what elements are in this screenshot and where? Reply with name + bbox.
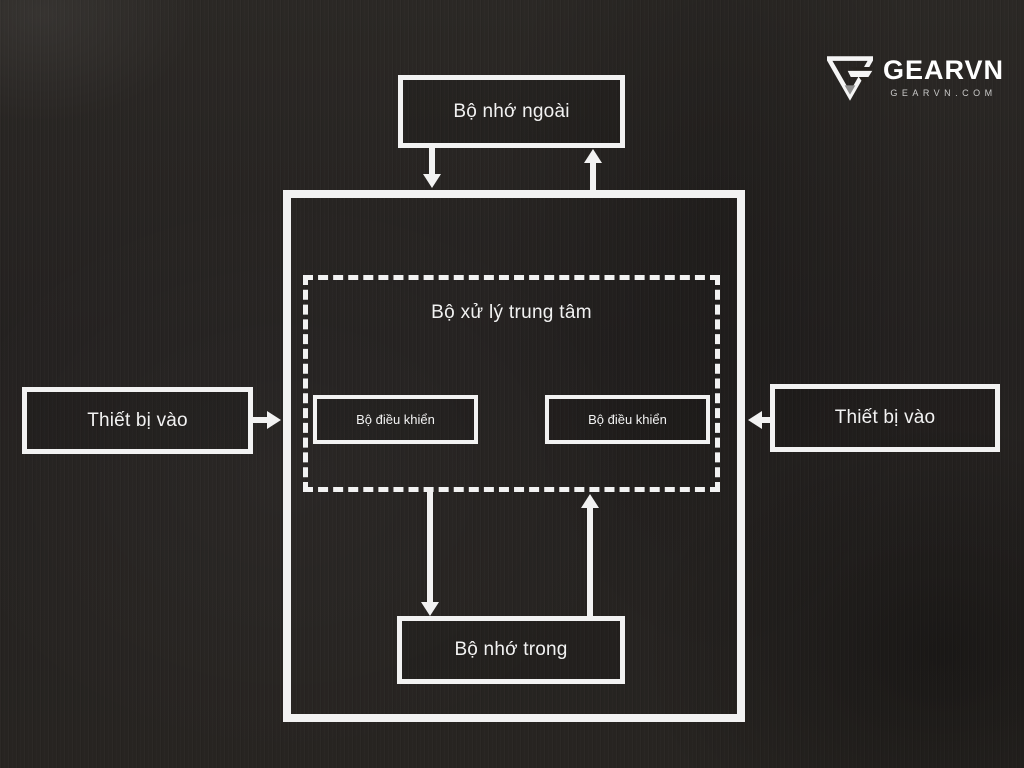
box-input-device-left: Thiết bị vào [22, 387, 253, 454]
arrow-head-down-icon [423, 174, 441, 188]
box-external-memory-label: Bộ nhớ ngoài [453, 100, 570, 122]
arrow-head-left-icon [748, 411, 762, 429]
box-input-device-right: Thiết bị vào [770, 384, 1000, 452]
box-cpu: Bộ xử lý trung tâm [303, 275, 720, 492]
gearvn-logo: GEARVN GEARVN.COM [826, 52, 1004, 102]
gearvn-logo-text: GEARVN [882, 54, 1004, 85]
box-main-unit [283, 190, 745, 722]
box-cpu-label: Bộ xử lý trung tâm [431, 302, 592, 323]
arrow-head-down-icon [421, 602, 439, 616]
gearvn-logo-domain: GEARVN.COM [890, 87, 997, 98]
gearvn-logo-icon [826, 56, 873, 101]
box-control-unit-right: Bộ điều khiển [545, 395, 710, 444]
arrow-head-right-icon [267, 411, 281, 429]
box-control-unit-left: Bộ điều khiển [313, 395, 478, 444]
box-external-memory: Bộ nhớ ngoài [398, 75, 625, 148]
box-internal-memory-label: Bộ nhớ trong [454, 639, 568, 660]
box-input-device-right-label: Thiết bị vào [834, 407, 936, 428]
arrow-head-up-icon [581, 494, 599, 508]
arrow-head-up-icon [584, 149, 602, 163]
box-control-unit-left-label: Bộ điều khiển [356, 412, 435, 427]
box-input-device-left-label: Thiết bị vào [87, 409, 188, 431]
box-internal-memory: Bộ nhớ trong [397, 616, 625, 684]
box-control-unit-right-label: Bộ điều khiển [588, 412, 667, 427]
